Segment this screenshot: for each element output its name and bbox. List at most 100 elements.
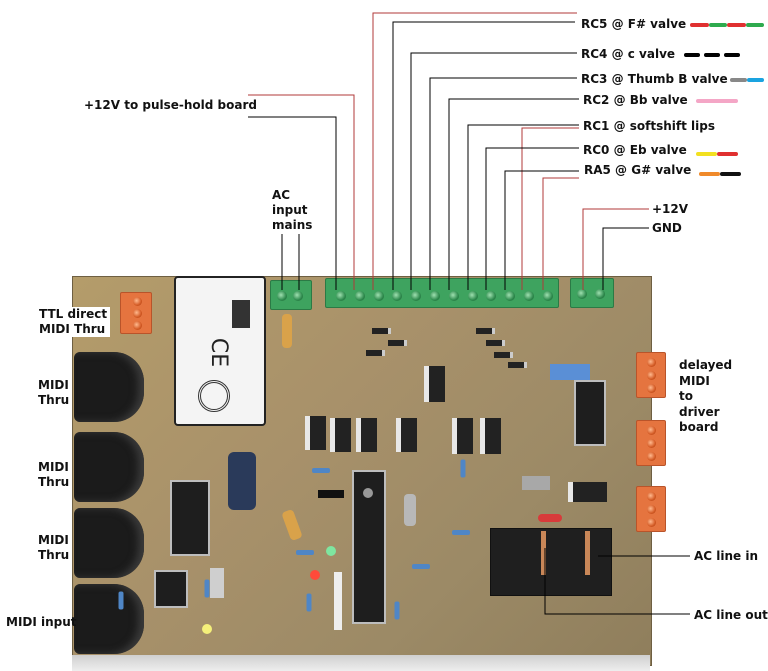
delayed-midi-connector-2 <box>636 420 666 466</box>
wire-segment <box>723 53 740 57</box>
label-ttl-thru: TTL direct MIDI Thru <box>36 307 111 337</box>
wire-segment <box>730 78 747 82</box>
label-ac-input: AC input mains <box>272 188 312 233</box>
diode-2 <box>388 340 407 346</box>
wire-segment <box>717 152 738 156</box>
label-rc4: RC4 @ c valve <box>581 47 676 61</box>
leader-ra5-red <box>542 177 579 290</box>
terminal-screw <box>373 291 384 301</box>
leader-pulse-hold <box>248 116 337 290</box>
label-delayed-midi-line4: driver <box>679 404 720 419</box>
midi-thru-jack-2 <box>74 432 144 502</box>
leader-rc2 <box>448 98 579 290</box>
wire-segment <box>720 172 741 176</box>
ic-dip14-right <box>574 380 606 446</box>
ttl-thru-connector <box>120 292 152 334</box>
wire-swatch-rc3 <box>730 78 764 82</box>
terminal-screw <box>411 291 422 301</box>
terminal-screw <box>505 291 516 301</box>
label-ac-input-line1: AC <box>272 188 291 202</box>
pin-header <box>318 490 344 498</box>
label-rc2: RC2 @ Bb valve <box>583 93 688 107</box>
wire-swatch-rc5 <box>690 23 764 27</box>
midi-thru-jack-3 <box>74 508 144 578</box>
label-ac-line-out: AC line out <box>694 608 768 622</box>
microcontroller-dip40 <box>352 470 386 624</box>
midi-thru-jack-1 <box>74 352 144 422</box>
leader-pulse-hold-red <box>248 94 355 290</box>
leader-rc0 <box>485 147 579 290</box>
delayed-midi-connector-3 <box>636 486 666 532</box>
transistor-4 <box>396 418 417 452</box>
terminal-screw <box>354 291 365 301</box>
electrolytic-capacitor <box>228 452 256 510</box>
transistor-1 <box>305 416 326 450</box>
wire-segment <box>696 152 717 156</box>
transistor-5 <box>424 366 445 402</box>
resistor-2 <box>312 468 330 473</box>
wire-segment <box>690 23 709 27</box>
label-delayed-midi: delayed MIDI to driver board <box>679 358 732 436</box>
label-delayed-midi-line3: to <box>679 389 693 403</box>
wire-segment <box>727 23 746 27</box>
diode-6 <box>494 352 513 358</box>
label-ttl-thru-line1: TTL direct <box>39 307 108 321</box>
wire-swatch-rc0 <box>696 152 738 156</box>
leader-rc1 <box>467 124 579 290</box>
terminal-screw <box>448 291 459 301</box>
leader-rc1-red <box>521 127 579 290</box>
label-midi-thru-1-line2: Thru <box>38 393 70 407</box>
terminal-screw <box>392 291 403 301</box>
label-midi-thru-2: MIDI Thru <box>38 460 69 490</box>
ac-input-terminal <box>270 280 312 310</box>
green-led <box>326 546 336 556</box>
diode-7 <box>508 362 527 368</box>
power-supply-module: CE <box>174 276 266 426</box>
leader-12v <box>582 208 649 290</box>
leader-rc5 <box>392 21 575 290</box>
label-delayed-midi-line5: board <box>679 420 719 434</box>
leader-ra5 <box>504 170 579 290</box>
wire-segment <box>684 53 701 57</box>
wire-segment <box>696 99 738 103</box>
crystal-oscillator <box>404 494 416 526</box>
diode-5 <box>486 340 505 346</box>
transistor-3 <box>356 418 377 452</box>
label-12v: +12V <box>652 202 689 216</box>
label-pulse-hold: +12V to pulse-hold board <box>84 98 257 112</box>
yellow-led <box>202 624 212 634</box>
ic-dip16-left <box>170 480 210 556</box>
ac-pin-out <box>541 531 546 575</box>
ac-socket <box>490 528 612 596</box>
wire-segment <box>703 53 721 57</box>
label-midi-thru-3-line1: MIDI <box>38 533 69 547</box>
power-12v-terminal <box>570 278 614 308</box>
label-midi-thru-1-line1: MIDI <box>38 378 69 392</box>
resistor-1 <box>296 550 314 555</box>
diode-1 <box>372 328 391 334</box>
wire-segment <box>745 23 764 27</box>
label-midi-thru-3-line2: Thru <box>38 548 70 562</box>
leader-rc3 <box>429 77 577 290</box>
diode-4 <box>476 328 495 334</box>
red-led <box>310 570 320 580</box>
label-delayed-midi-line1: delayed <box>679 358 733 372</box>
diode-3 <box>366 350 385 356</box>
label-ra5: RA5 @ G# valve <box>584 163 692 177</box>
terminal-screw <box>486 291 497 301</box>
label-rc1: RC1 @ softshift lips <box>583 119 715 133</box>
label-rc5: RC5 @ F# valve <box>581 17 687 31</box>
valve-output-terminal <box>325 278 559 308</box>
label-midi-thru-2-line1: MIDI <box>38 460 69 474</box>
resistor-4 <box>452 530 470 535</box>
label-midi-input: MIDI input <box>6 615 77 629</box>
terminal-screw <box>467 291 478 301</box>
label-rc0: RC0 @ Eb valve <box>583 143 687 157</box>
red-resistor-ac <box>538 514 562 522</box>
label-rc3: RC3 @ Thumb B valve <box>581 72 728 86</box>
board-shadow <box>72 655 650 671</box>
xp-logo <box>232 300 250 328</box>
fuse-holder <box>210 568 224 598</box>
terminal-screw <box>524 291 534 301</box>
